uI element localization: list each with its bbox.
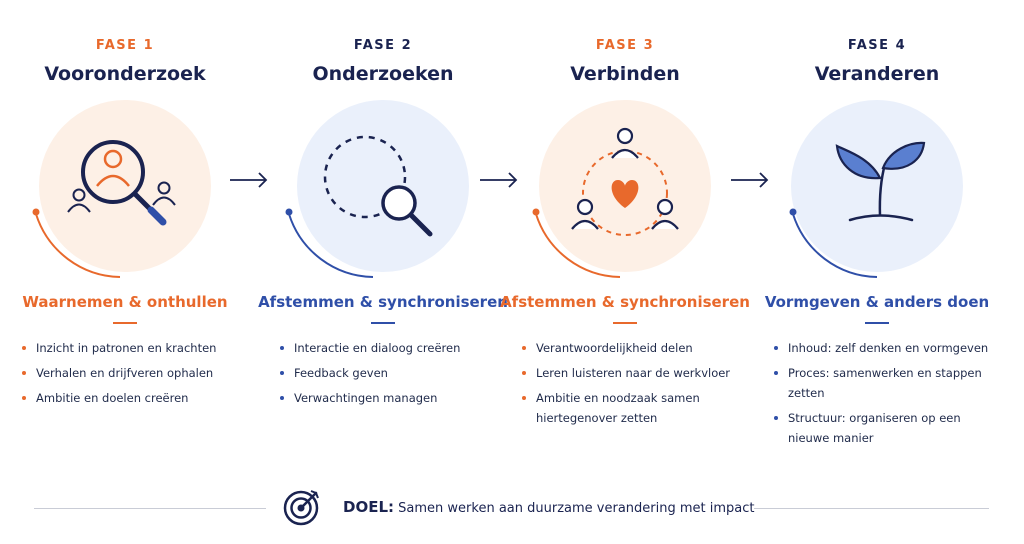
target-icon [283,490,319,526]
progress-arc [535,213,621,278]
phase-bullet-list: Inzicht in patronen en krachten Verhalen… [22,338,248,413]
sprout-icon [835,141,926,222]
list-item: Interactie en dialoog creëren [280,338,506,358]
footer-divider-left [34,508,266,509]
phase-subtitle: Afstemmen & synchroniseren [500,293,750,311]
phase-title: Onderzoeken [312,63,454,85]
progress-dot [32,208,40,216]
connected-people-heart-icon [571,127,679,236]
list-item: Leren luisteren naar de werkvloer [522,363,748,383]
list-item: Ambitie en noodzaak samen hiertegenover … [522,388,748,428]
divider [613,322,637,324]
phase-label: FASE 1 [95,38,155,53]
phase-bullet-list: Interactie en dialoog creëren Feedback g… [280,338,506,413]
phase-illustration [789,100,963,278]
progress-arc [288,213,374,278]
dashed-circle-search-icon [323,135,433,237]
phase-illustration [32,100,211,278]
list-item: Inhoud: zelf denken en vormgeven [774,338,1000,358]
list-item: Verwachtingen managen [280,388,506,408]
arrow-right-icon [230,172,268,188]
phase-2: FASE 2 Onderzoeken Afstemmen & synchroni… [258,0,508,470]
progress-dot [285,208,293,216]
phase-background-circle [791,100,963,272]
progress-dot [532,208,540,216]
phase-title: Verbinden [570,63,680,85]
phase-subtitle: Waarnemen & onthullen [22,293,228,311]
phase-label: FASE 3 [595,38,655,53]
progress-dot [789,208,797,216]
phase-background-circle [297,100,469,272]
arrow-right-icon [731,172,769,188]
phase-title: Vooronderzoek [44,63,206,85]
phase-3: FASE 3 Verbinden Afstemmen & synchronise… [500,0,750,470]
list-item: Inzicht in patronen en krachten [22,338,248,358]
phase-subtitle: Afstemmen & synchroniseren [258,293,508,311]
list-item: Feedback geven [280,363,506,383]
phase-4: FASE 4 Veranderen Vormgeven & anders doe… [752,0,1002,470]
divider [865,322,889,324]
arrow-right-icon [480,172,518,188]
list-item: Ambitie en doelen creëren [22,388,248,408]
list-item: Verhalen en drijfveren ophalen [22,363,248,383]
phase-background-circle [39,100,211,272]
list-item: Verantwoordelijkheid delen [522,338,748,358]
goal-text: Samen werken aan duurzame verandering me… [398,501,755,516]
progress-arc [35,213,121,278]
goal-label: DOEL: [343,498,395,516]
footer-divider-right [754,508,989,509]
phase-label: FASE 4 [847,38,907,53]
phase-label: FASE 2 [353,38,413,53]
phase-title: Veranderen [814,63,940,85]
phase-bullet-list: Inhoud: zelf denken en vormgeven Proces:… [774,338,1000,453]
phase-illustration [532,100,711,278]
divider [113,322,137,324]
phase-illustration [285,100,469,278]
list-item: Structuur: organiseren op een nieuwe man… [774,408,1000,448]
magnifier-people-icon [67,140,176,226]
list-item: Proces: samenwerken en stappen zetten [774,363,1000,403]
phase-subtitle: Vormgeven & anders doen [764,293,990,311]
progress-arc [792,213,878,278]
phase-bullet-list: Verantwoordelijkheid delen Leren luister… [522,338,748,433]
goal-statement: DOEL: Samen werken aan duurzame verander… [343,498,754,516]
divider [371,322,395,324]
phase-1: FASE 1 Vooronderzoek Waarnemen & onthull… [0,0,250,470]
